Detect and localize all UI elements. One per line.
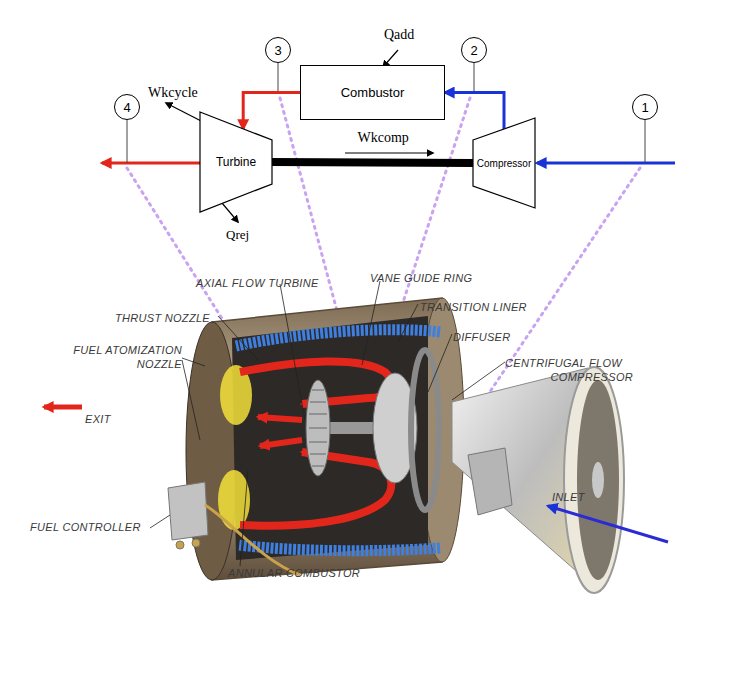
part-leader — [150, 515, 170, 528]
part-leader — [240, 470, 248, 566]
compressor-symbol: Compressor — [473, 118, 535, 208]
compressor-symbol-shape — [473, 118, 535, 208]
heat-label: Qrej — [226, 228, 286, 242]
turbine-symbol: Turbine — [200, 112, 272, 212]
mount-bracket — [468, 448, 512, 515]
part-label: CENTRIFUGAL FLOW COMPRESSOR — [505, 356, 633, 384]
cool-air-flow — [236, 330, 440, 346]
part-label: FUEL CONTROLLER — [30, 520, 190, 534]
inlet-throat — [577, 380, 619, 580]
flow-label: EXIT — [85, 412, 145, 426]
fuel-fitting — [176, 541, 184, 549]
part-leader — [362, 281, 380, 365]
exhaust-flow — [258, 417, 302, 420]
node-label: Turbine — [216, 155, 256, 169]
inlet-hub — [592, 462, 604, 498]
callout-number: 2 — [470, 43, 477, 58]
callout-number: 3 — [274, 43, 281, 58]
exhaust-end — [186, 322, 238, 580]
exit-arrow — [44, 405, 82, 410]
callout-number: 2 — [461, 37, 487, 63]
part-leader — [452, 362, 505, 400]
shaft-work-arrow — [345, 152, 433, 153]
shaft-line — [272, 162, 473, 163]
callout-number: 3 — [265, 37, 291, 63]
heat-out-arrow — [222, 203, 238, 222]
node-label: Combustor — [341, 85, 405, 100]
inlet-rim — [564, 367, 624, 593]
part-leader — [218, 316, 258, 360]
inlet-flow-line — [537, 162, 675, 165]
cutaway-interior — [232, 316, 428, 560]
callout-leader — [645, 120, 646, 163]
part-leader — [280, 284, 305, 420]
callout-number: 1 — [632, 94, 658, 120]
part-label: TRANSITION LINER — [420, 300, 580, 314]
exhaust-flow-line — [102, 162, 200, 165]
heat-label: Qadd — [384, 28, 444, 42]
air-flow-arrow — [445, 93, 504, 130]
part-label: AXIAL FLOW TURBINE — [196, 276, 396, 290]
callout-leader — [474, 63, 475, 92]
inlet-arrow — [548, 506, 668, 542]
exhaust-flow — [260, 440, 302, 446]
fuel-fitting — [192, 539, 200, 547]
callout-number: 4 — [114, 94, 140, 120]
hot-gas-arrow — [243, 93, 300, 129]
process-box: Combustor — [300, 65, 445, 120]
node-label: Compressor — [477, 158, 531, 169]
turbine-disk — [306, 380, 330, 476]
part-label: DIFFUSER — [453, 330, 573, 344]
part-leader — [428, 334, 452, 392]
callout-number: 1 — [641, 100, 648, 115]
diffuser-ring — [411, 350, 439, 510]
part-label: THRUST NOZZLE — [115, 311, 265, 325]
part-leader — [398, 304, 418, 342]
part-leader — [182, 358, 205, 440]
callout-number: 4 — [123, 100, 130, 115]
callout-leader — [278, 63, 279, 92]
work-label: Wkcycle — [148, 86, 218, 100]
part-label: ANNULAR COMBUSTOR — [228, 566, 408, 580]
turbine-blades — [309, 390, 327, 466]
fuel-line — [205, 505, 300, 575]
callout-leader — [127, 120, 128, 163]
edge-label: Wkcomp — [358, 130, 409, 146]
flow-label: INLET — [552, 490, 632, 504]
work-out-arrow — [166, 103, 205, 123]
part-label: VANE GUIDE RING — [370, 271, 530, 285]
turbine-symbol-shape — [200, 112, 272, 212]
part-label: FUEL ATOMIZATION NOZZLE — [40, 343, 182, 371]
cool-air-flow — [238, 545, 440, 551]
fuel-controller-box — [168, 482, 208, 540]
